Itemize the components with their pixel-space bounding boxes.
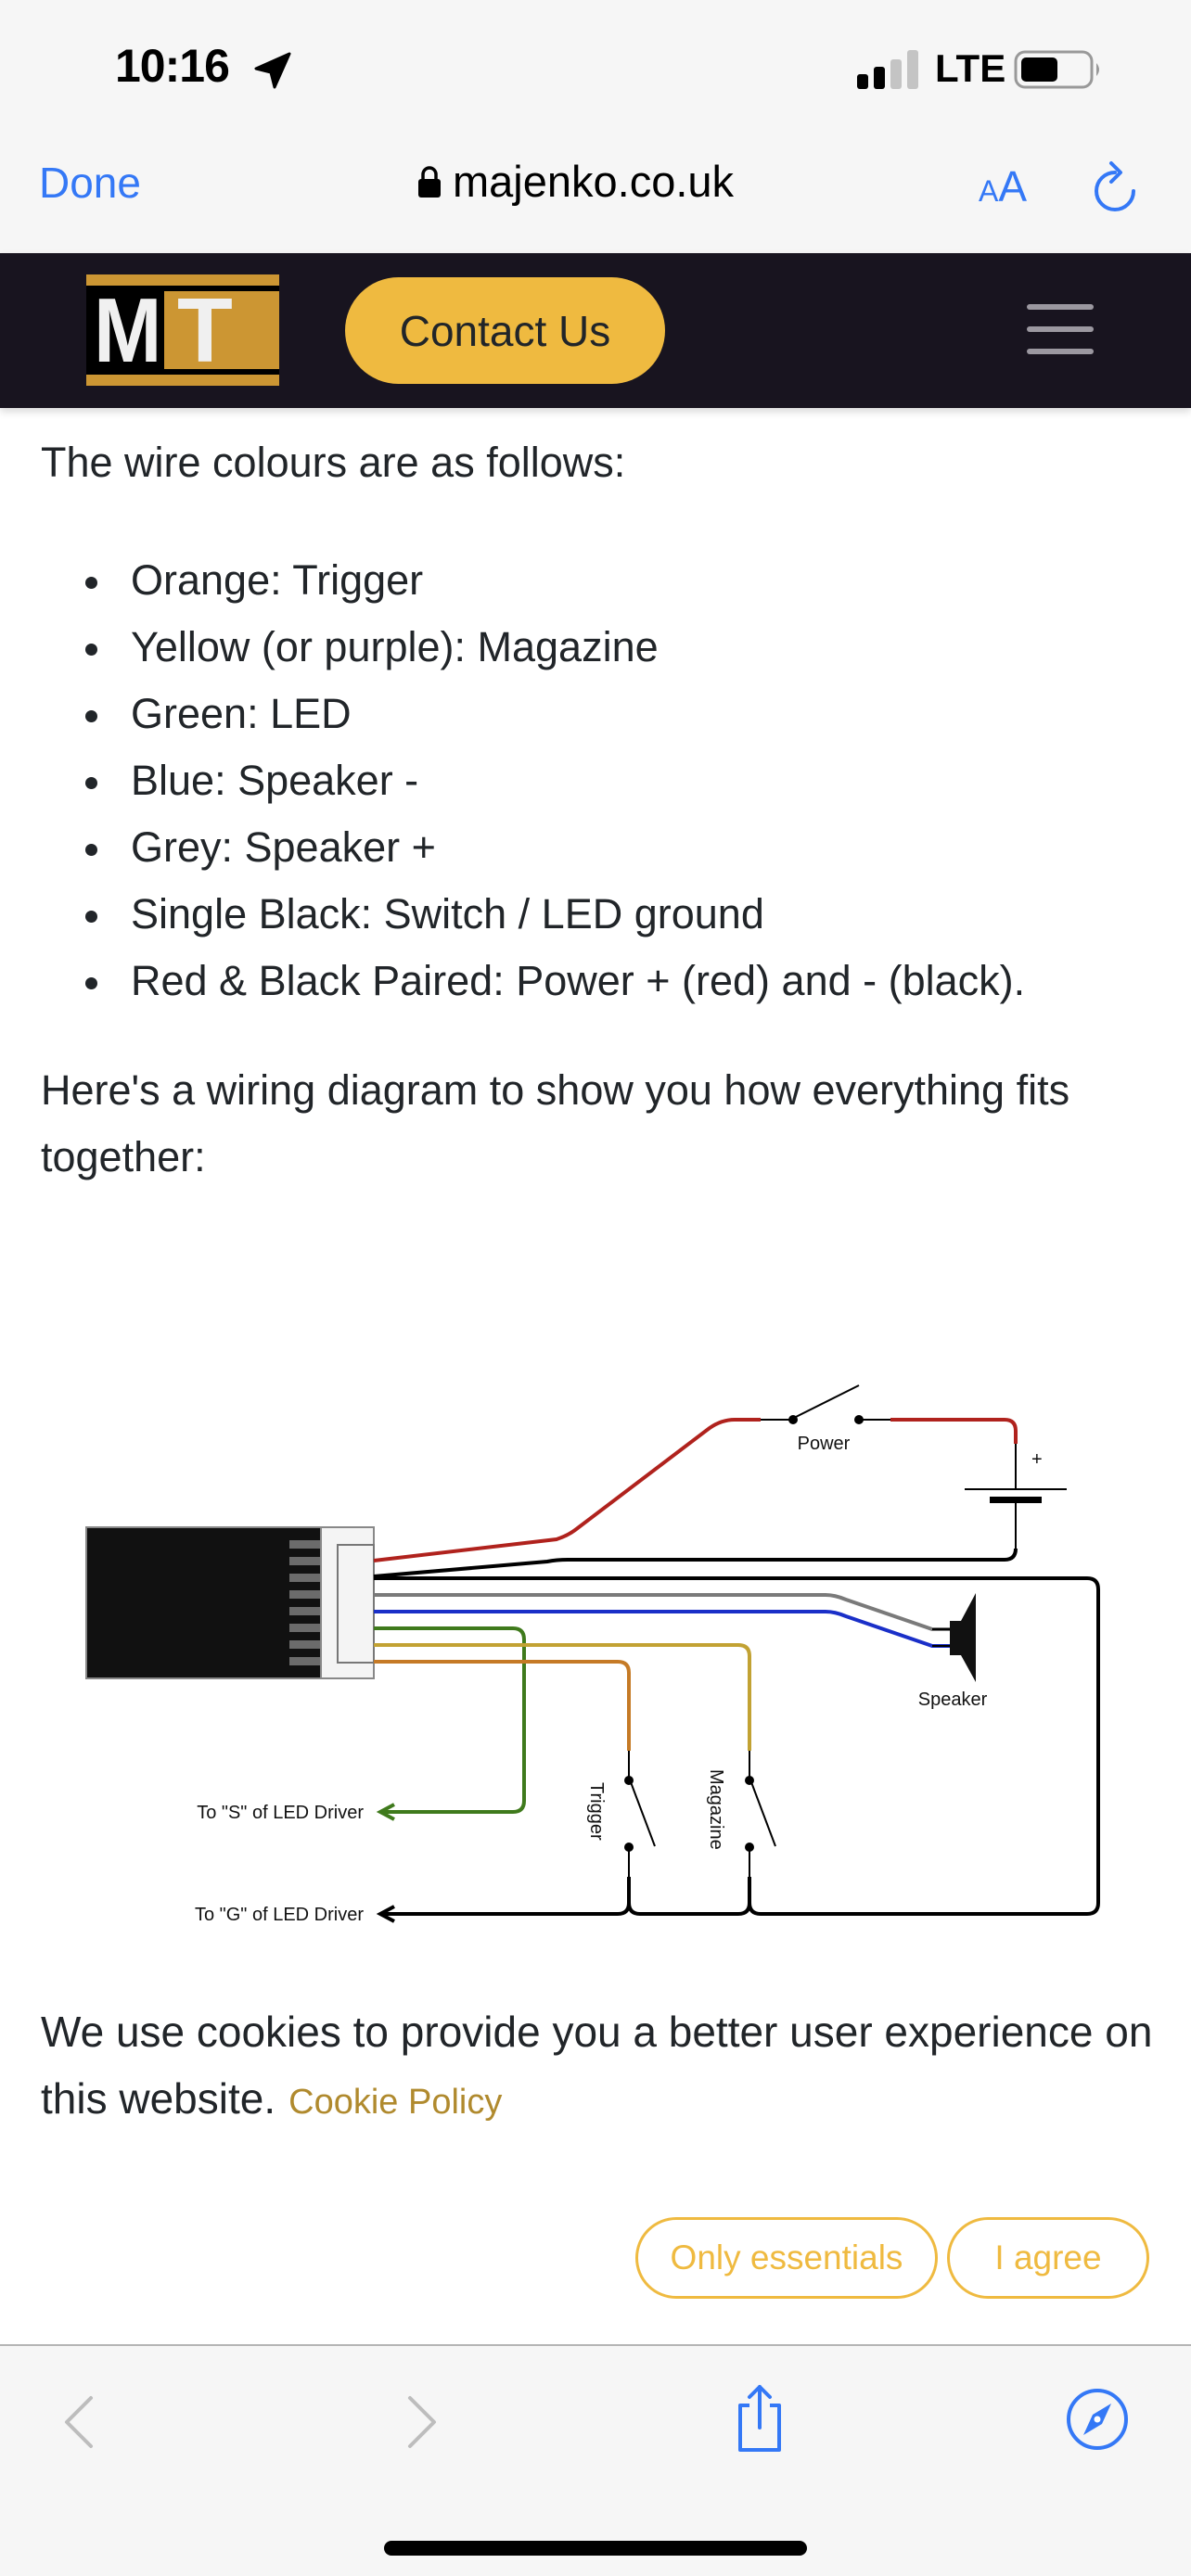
browser-toolbar <box>0 2344 1191 2576</box>
diagram-intro: Here's a wiring diagram to show you how … <box>41 1066 1070 1180</box>
browser-address-bar: Done majenko.co.uk AA <box>0 139 1191 253</box>
back-icon[interactable] <box>54 2394 102 2450</box>
url-field[interactable]: majenko.co.uk <box>417 156 734 207</box>
wire-black-ground <box>374 1576 1100 1916</box>
logo-letter-m: M <box>94 279 162 381</box>
driver-module <box>85 1526 322 1679</box>
network-type: LTE <box>935 46 1006 90</box>
status-bar: 10:16 LTE <box>0 0 1191 139</box>
reload-icon[interactable] <box>1091 159 1143 219</box>
trigger-switch <box>624 1751 656 1879</box>
logo-letter-t: T <box>177 279 233 381</box>
compass-icon[interactable] <box>1065 2387 1130 2452</box>
list-item: Red & Black Paired: Power + (red) and - … <box>41 948 1025 1014</box>
wire-black-power <box>373 1548 1018 1578</box>
lock-icon <box>418 165 441 198</box>
wire-blue <box>374 1610 950 1648</box>
wire-colour-list: Orange: Trigger Yellow (or purple): Maga… <box>41 547 1025 1014</box>
done-button[interactable]: Done <box>39 159 141 207</box>
share-icon[interactable] <box>729 2383 790 2454</box>
wire-grey <box>374 1593 950 1631</box>
cookie-text: We use cookies to provide you a better u… <box>41 2008 1153 2123</box>
forward-icon[interactable] <box>399 2394 447 2450</box>
list-item: Yellow (or purple): Magazine <box>41 614 1025 681</box>
arrow-g-icon <box>376 1905 395 1923</box>
speaker-symbol <box>932 1593 976 1682</box>
module-pins <box>289 1540 322 1665</box>
to-g-label: To "G" of LED Driver <box>195 1905 364 1925</box>
agree-button[interactable]: I agree <box>947 2217 1149 2299</box>
wire-to-g <box>384 1902 631 1916</box>
site-header: M T Contact Us <box>0 253 1191 408</box>
list-item: Single Black: Switch / LED ground <box>41 881 1025 948</box>
wire-red <box>373 1418 761 1562</box>
wire-green <box>374 1626 526 1814</box>
power-label: Power <box>798 1434 851 1454</box>
menu-icon[interactable] <box>1027 304 1094 356</box>
contact-us-button[interactable]: Contact Us <box>345 277 665 384</box>
url-text: majenko.co.uk <box>453 157 735 206</box>
signal-strength-icon <box>857 50 918 89</box>
home-indicator[interactable] <box>384 2541 807 2556</box>
wiring-diagram: Power + To "G" of LED Driver Speaker To … <box>85 1384 1100 1925</box>
list-item: Orange: Trigger <box>41 547 1025 614</box>
arrow-s-icon <box>376 1803 395 1821</box>
speaker-label: Speaker <box>918 1690 988 1710</box>
list-item: Grey: Speaker + <box>41 814 1025 881</box>
magazine-label: Magazine <box>706 1769 726 1850</box>
text-size-big: A <box>998 162 1028 210</box>
wire-black-ground-2 <box>627 1877 751 1916</box>
cookie-banner: We use cookies to provide you a better u… <box>0 1966 1191 2344</box>
wire-red-battery <box>890 1418 1018 1444</box>
site-logo[interactable]: M T <box>86 274 279 386</box>
wire-yellow <box>374 1643 751 1751</box>
list-item: Green: LED <box>41 681 1025 747</box>
text-size-small: A <box>979 174 999 208</box>
location-arrow-icon <box>254 52 291 89</box>
battery-plus-label: + <box>1031 1449 1043 1470</box>
battery-icon <box>1014 50 1099 89</box>
power-switch <box>761 1384 890 1424</box>
magazine-switch <box>745 1751 776 1879</box>
connector-inner <box>337 1544 375 1664</box>
wire-orange <box>374 1660 631 1751</box>
battery-symbol <box>965 1444 1067 1549</box>
text-size-button[interactable]: AA <box>979 161 1027 211</box>
status-time: 10:16 <box>115 40 230 92</box>
list-item: Blue: Speaker - <box>41 747 1025 814</box>
cookie-policy-link[interactable]: Cookie Policy <box>288 2083 503 2122</box>
to-s-label: To "S" of LED Driver <box>197 1803 364 1823</box>
wire-colours-intro: The wire colours are as follows: <box>41 439 626 486</box>
cookie-message: We use cookies to provide you a better u… <box>41 1998 1163 2136</box>
only-essentials-button[interactable]: Only essentials <box>635 2217 938 2299</box>
trigger-label: Trigger <box>586 1782 607 1841</box>
